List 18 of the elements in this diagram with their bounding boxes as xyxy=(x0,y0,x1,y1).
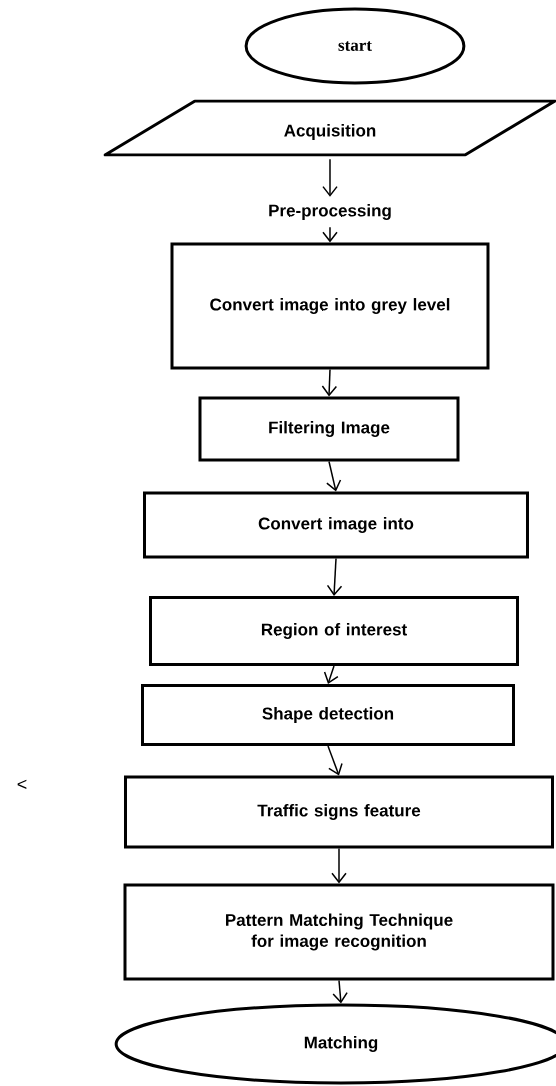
input-parallelogram: Acquisition xyxy=(103,99,556,157)
step-text: Pre-processing xyxy=(269,204,391,220)
process-box: Traffic signs feature xyxy=(124,775,554,849)
arrow xyxy=(332,979,348,1004)
arrow xyxy=(326,460,342,492)
process-box: Convert image into xyxy=(143,491,529,559)
arrow xyxy=(331,847,347,884)
arrow xyxy=(326,557,343,596)
process-box: Region of interest xyxy=(149,596,519,666)
arrow xyxy=(327,745,343,776)
note-text: < xyxy=(17,779,27,789)
arrow xyxy=(322,158,338,197)
process-box: Shape detection xyxy=(141,684,515,746)
process-box: Convert image into grey level xyxy=(170,242,490,370)
arrow xyxy=(321,368,338,397)
process-box: Filtering Image xyxy=(198,396,460,462)
arrow xyxy=(323,665,339,684)
process-box: Pattern Matching Technique for image recognition xyxy=(123,883,555,981)
